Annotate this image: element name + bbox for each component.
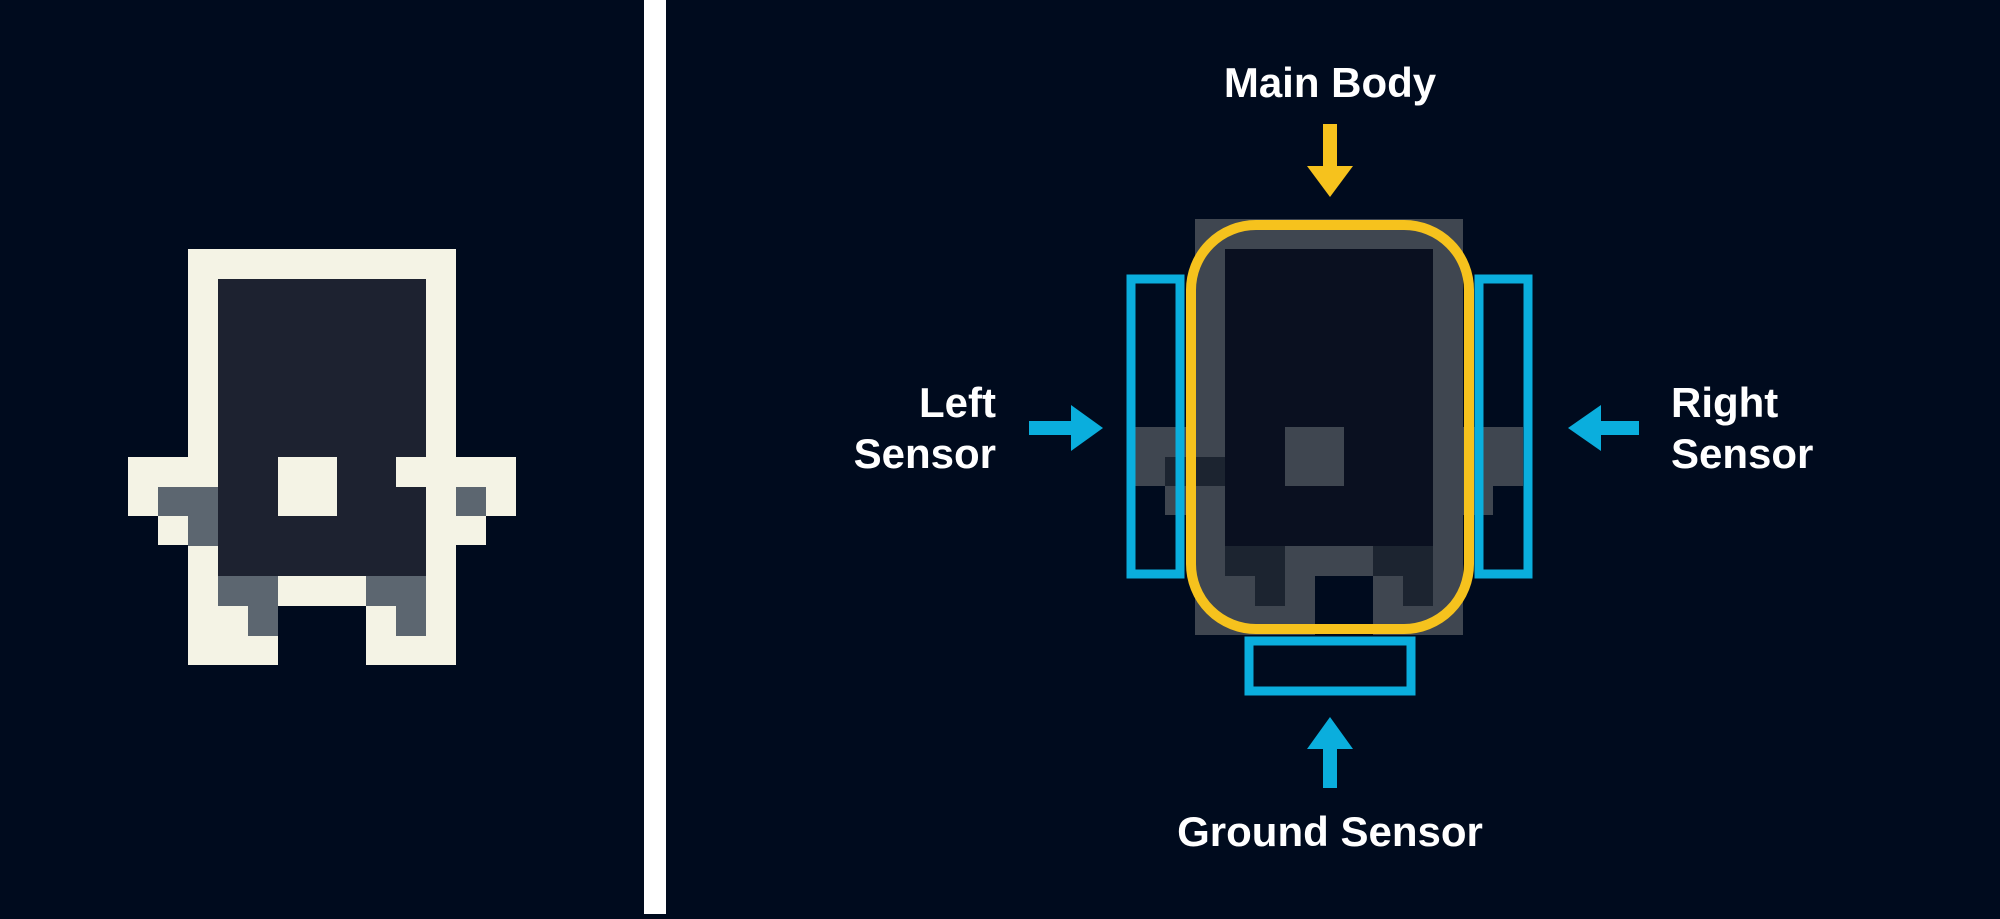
ground-sensor-hitbox	[1244, 636, 1416, 696]
left-sensor-hitbox	[1126, 274, 1185, 579]
main-body-label: Main Body	[1224, 59, 1437, 106]
panel-divider	[644, 0, 666, 914]
arrow-up-icon	[1307, 717, 1353, 788]
right-sensor-hitbox	[1474, 274, 1533, 579]
sprite-shading	[158, 487, 486, 636]
right-sensor-label-line1: Right	[1671, 379, 1778, 426]
right-sensor-label-line2: Sensor	[1671, 430, 1813, 477]
ground-sensor-label: Ground Sensor	[1177, 808, 1483, 855]
overlay-sprite	[1135, 219, 1523, 635]
left-sensor-label-line1: Left	[919, 379, 996, 426]
overlay-sprite-body	[1225, 249, 1433, 546]
sprite-legs-gap	[278, 606, 366, 665]
main-body-hitbox	[1186, 220, 1474, 634]
arrow-right-icon	[1029, 405, 1103, 451]
pixel-character-sprite	[128, 249, 516, 665]
sprite-right-arm	[396, 457, 426, 487]
overlay-sprite-eye	[1285, 427, 1344, 486]
arrow-left-icon	[1568, 405, 1639, 451]
sprite-eye	[278, 457, 337, 516]
arrow-down-icon	[1307, 124, 1353, 197]
left-sensor-label-line2: Sensor	[854, 430, 996, 477]
sprite-body	[218, 279, 426, 576]
